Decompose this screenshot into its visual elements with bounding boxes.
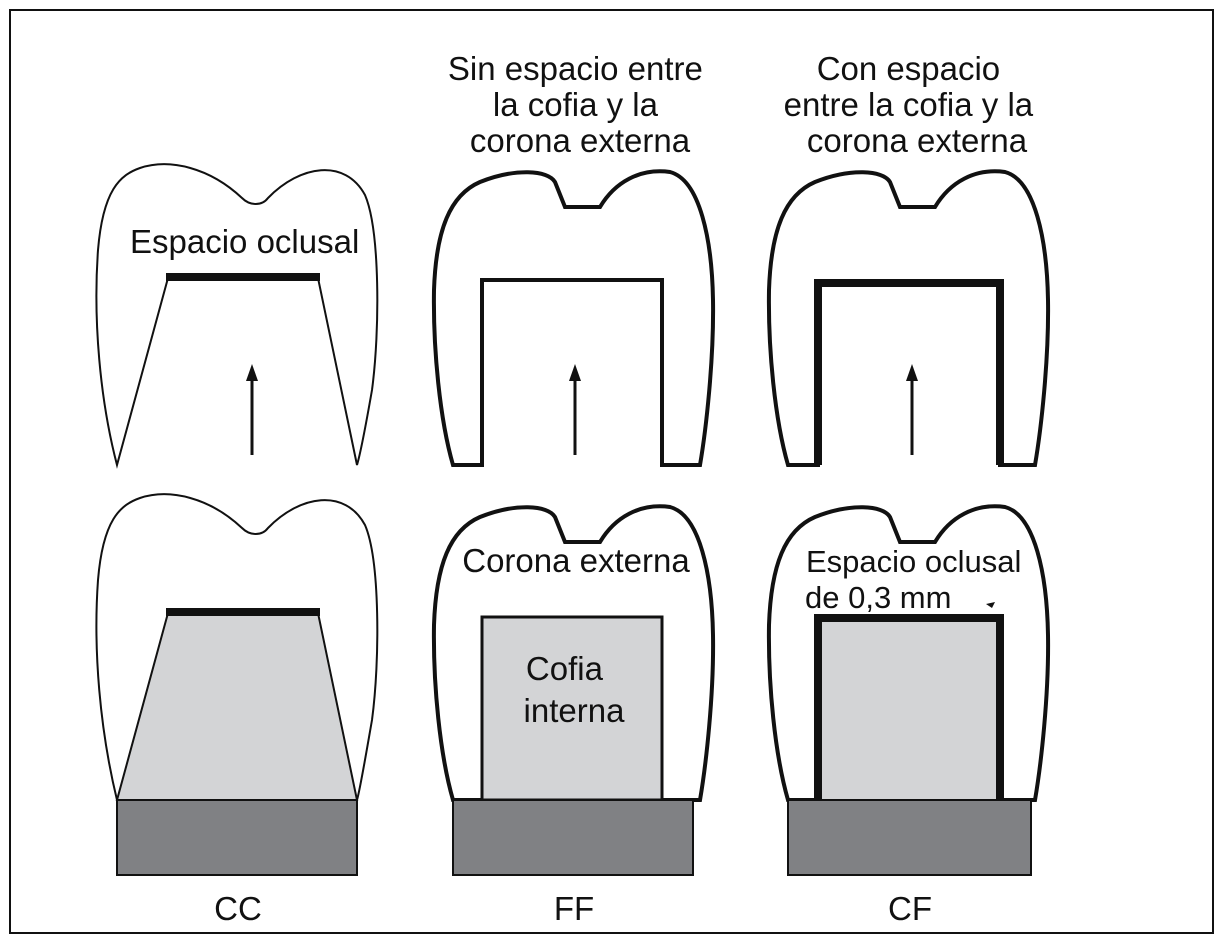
cc-caption: CC	[214, 890, 262, 927]
ff-arrow	[569, 364, 581, 455]
cf-heading: Con espacio entre la cofia y la corona e…	[784, 50, 1043, 159]
cc-top-crown	[95, 163, 379, 469]
cc-column: Espacio oclusal CC	[95, 163, 379, 927]
cf-cofia	[818, 618, 1000, 800]
cf-leader-arrowhead	[986, 602, 995, 608]
ff-bottom-label: Corona externa	[462, 542, 690, 579]
cf-caption: CF	[888, 890, 932, 927]
cf-column: Con espacio entre la cofia y la corona e…	[766, 50, 1051, 927]
ff-top-crown	[431, 169, 716, 467]
cc-top-label: Espacio oclusal	[130, 223, 359, 260]
figure-border	[9, 9, 1214, 934]
cf-base	[787, 799, 1032, 876]
cf-arrow	[906, 364, 918, 455]
cf-bottom-label: Espacio oclusal de 0,3 mm	[805, 544, 1030, 615]
ff-heading: Sin espacio entre la cofia y la corona e…	[448, 50, 712, 159]
cc-base	[116, 799, 358, 876]
ff-base	[452, 799, 694, 876]
cf-top-crown	[766, 169, 1051, 467]
ff-caption: FF	[554, 890, 594, 927]
cc-arrow	[246, 364, 258, 455]
ff-cofia-label: Cofia interna	[524, 650, 626, 729]
cf-cofia-liner	[814, 614, 1004, 800]
ff-column: Sin espacio entre la cofia y la corona e…	[431, 50, 716, 927]
